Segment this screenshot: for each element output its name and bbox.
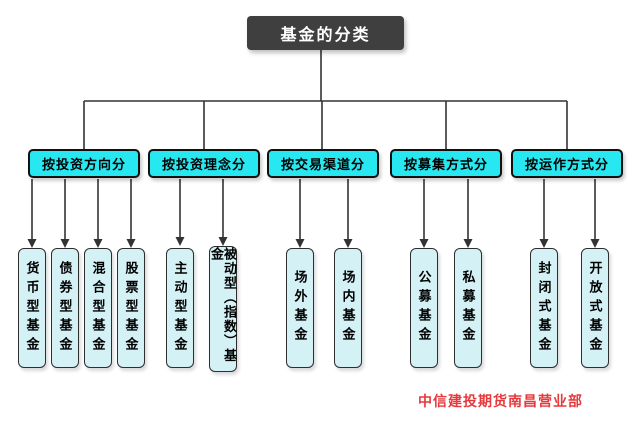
leaf-box-bond-fund: 债券型基金 (51, 248, 79, 368)
leaf-label: 股票型基金 (123, 260, 139, 356)
leaf-box-private-fund: 私募基金 (454, 248, 482, 368)
category-box-investment-philosophy: 按投资理念分 (148, 149, 260, 178)
leaf-box-money-fund: 货币型基金 (18, 248, 46, 368)
category-box-fundraising-method: 按募集方式分 (390, 149, 502, 178)
leaf-label: 开放式基金 (587, 260, 603, 356)
leaf-label: 公募基金 (416, 270, 432, 346)
leaf-label: 主动型基金 (172, 260, 188, 356)
leaf-label: 私募基金 (460, 270, 476, 346)
leaf-label: 债券型基金 (57, 260, 73, 356)
leaf-label: 混合型基金 (90, 260, 106, 356)
leaf-box-otc-fund: 场外基金 (286, 248, 314, 368)
leaf-box-open-end-fund: 开放式基金 (581, 248, 609, 368)
arrowhead-icons (27, 237, 600, 248)
leaf-box-hybrid-fund: 混合型基金 (84, 248, 112, 368)
leaf-box-passive-index-fund: 被动型（指数）基金 (209, 246, 237, 372)
leaf-label: 场外基金 (292, 270, 308, 346)
leaf-box-public-fund: 公募基金 (410, 248, 438, 368)
leaf-box-stock-fund: 股票型基金 (117, 248, 145, 368)
category-box-investment-direction: 按投资方向分 (28, 149, 140, 178)
leaf-box-closed-end-fund: 封闭式基金 (530, 248, 558, 368)
leaf-box-exchange-fund: 场内基金 (334, 248, 362, 368)
footer-credit: 中信建投期货南昌营业部 (418, 393, 583, 409)
leaf-label: 场内基金 (340, 270, 356, 346)
category-box-trading-channel: 按交易渠道分 (267, 149, 379, 178)
leaf-label: 被动型（指数）基金 (209, 247, 237, 363)
leaf-label: 货币型基金 (24, 260, 40, 356)
category-box-operation-method: 按运作方式分 (511, 149, 623, 178)
leaf-label: 封闭式基金 (536, 260, 552, 356)
leaf-box-active-fund: 主动型基金 (166, 248, 194, 368)
root-title-box: 基金的分类 (247, 16, 404, 50)
